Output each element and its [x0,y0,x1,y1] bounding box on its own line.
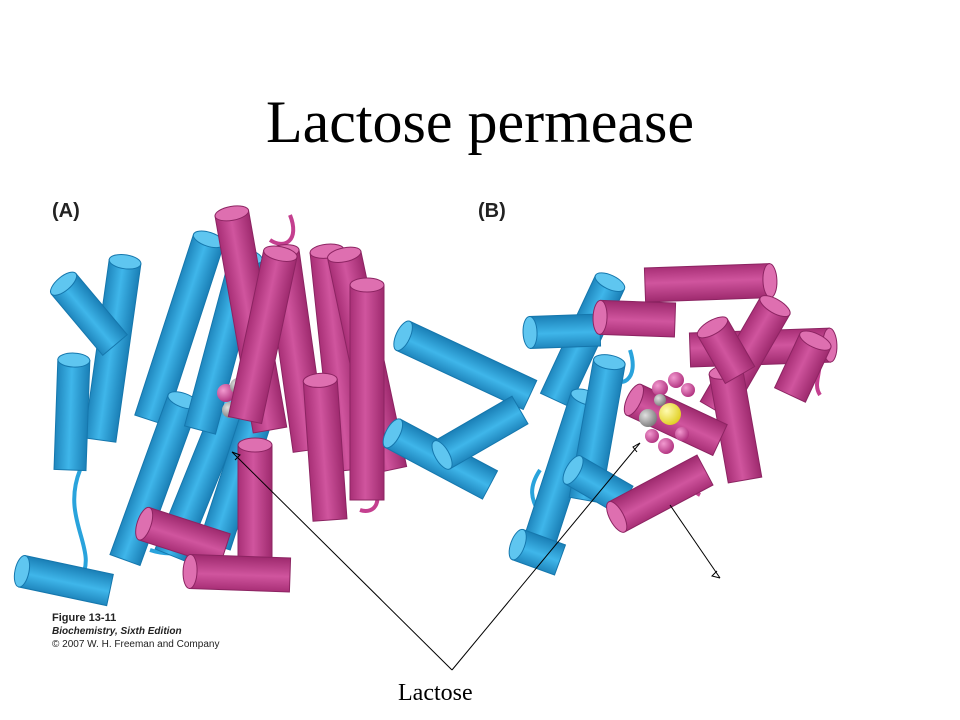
panel-b-label: (B) [478,200,506,222]
panel-a-structure [13,205,408,607]
lactose-ligand-b [639,372,695,454]
caption-copyright: © 2007 W. H. Freeman and Company [52,639,220,650]
page-title: Lactose permease [265,89,695,155]
panel-a-label: (A) [52,200,80,222]
lactose-label: Lactose [398,680,473,706]
lactose-pointer-arrows [231,442,721,671]
caption-book-title: Biochemistry, Sixth Edition [52,626,182,637]
figure-caption: Figure 13-11 Biochemistry, Sixth Edition… [52,612,219,651]
panel-b-structure [382,263,838,576]
caption-figure-number: Figure 13-11 [52,612,117,624]
